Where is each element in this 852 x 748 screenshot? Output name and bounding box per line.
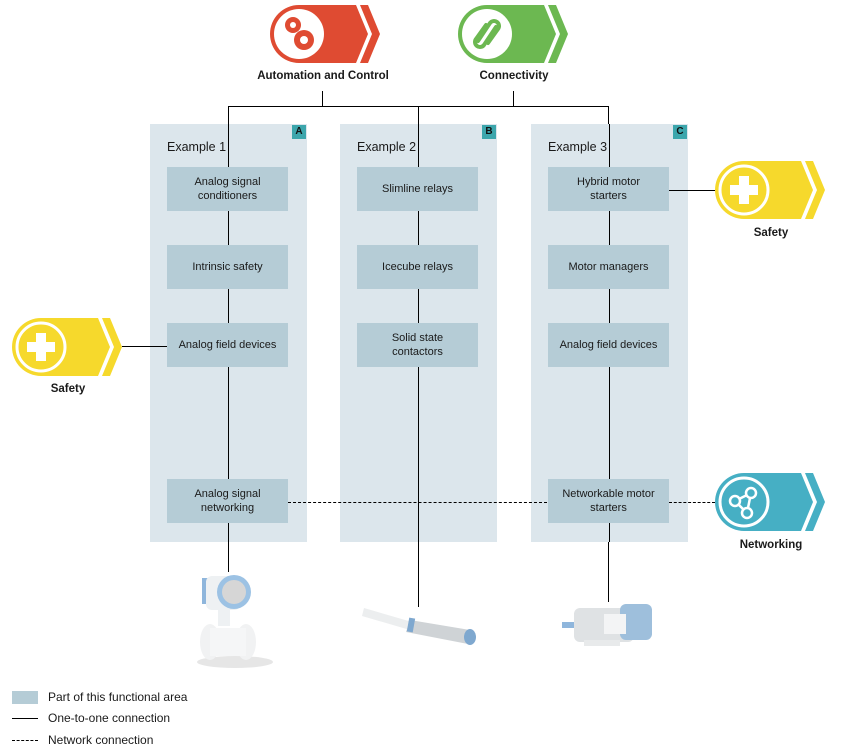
gears-icon bbox=[285, 17, 314, 50]
networking-badge bbox=[715, 473, 825, 531]
connector bbox=[418, 542, 419, 607]
node-hybrid-motor-starters: Hybrid motor starters bbox=[548, 167, 669, 211]
node-icecube-relays: Icecube relays bbox=[357, 245, 478, 289]
safety-label-left: Safety bbox=[50, 383, 86, 395]
network-connection-line bbox=[669, 502, 715, 503]
example-title: Example 2 bbox=[357, 140, 417, 154]
legend-functional-area: Part of this functional area bbox=[12, 690, 187, 704]
proximity-sensor-device-image bbox=[362, 608, 476, 645]
electric-motor-device-image bbox=[562, 604, 652, 646]
node-motor-managers: Motor managers bbox=[548, 245, 669, 289]
connector bbox=[608, 106, 609, 124]
automation-and-control-label: Automation and Control bbox=[257, 70, 389, 82]
example-panel-c: C Example 3 Hybrid motor starters Motor … bbox=[531, 124, 688, 542]
connector bbox=[608, 542, 609, 602]
legend-dashed-line bbox=[12, 739, 38, 741]
panel-letter: C bbox=[673, 125, 687, 139]
network-connection-line bbox=[288, 502, 547, 503]
node-intrinsic-safety: Intrinsic safety bbox=[167, 245, 288, 289]
connector bbox=[228, 542, 229, 572]
connector bbox=[322, 91, 323, 106]
example-title: Example 3 bbox=[548, 140, 608, 154]
connector bbox=[513, 91, 514, 106]
example-panel-a: A Example 1 Analog signal conditioners I… bbox=[150, 124, 307, 542]
connector bbox=[669, 190, 715, 191]
node-slimline-relays: Slimline relays bbox=[357, 167, 478, 211]
link-icon bbox=[473, 19, 501, 49]
safety-badge-right bbox=[715, 161, 825, 219]
safety-label-right: Safety bbox=[753, 227, 789, 239]
network-nodes-icon bbox=[728, 486, 758, 520]
legend-one-to-one: One-to-one connection bbox=[12, 711, 170, 725]
example-title: Example 1 bbox=[167, 140, 227, 154]
safety-badge-left bbox=[12, 318, 122, 376]
connectivity-label: Connectivity bbox=[479, 70, 549, 82]
connector bbox=[122, 346, 167, 347]
connector bbox=[228, 106, 229, 124]
node-solid-state-contactors: Solid state contactors bbox=[357, 323, 478, 367]
node-analog-signal-networking: Analog signal networking bbox=[167, 479, 288, 523]
automation-and-control-badge bbox=[270, 5, 380, 63]
connectivity-badge bbox=[458, 5, 568, 63]
legend-swatch bbox=[12, 690, 38, 704]
legend-label: Network connection bbox=[48, 733, 154, 747]
legend-solid-line bbox=[12, 717, 38, 719]
node-analog-field-devices: Analog field devices bbox=[167, 323, 288, 367]
networking-label: Networking bbox=[739, 539, 803, 551]
example-panel-b: B Example 2 Slimline relays Icecube rela… bbox=[340, 124, 497, 542]
panel-letter: A bbox=[292, 125, 306, 139]
flowmeter-device-image bbox=[197, 575, 273, 668]
cross-icon bbox=[27, 333, 55, 361]
connector bbox=[418, 106, 419, 124]
legend-label: Part of this functional area bbox=[48, 690, 188, 704]
legend-network: Network connection bbox=[12, 733, 153, 747]
cross-icon bbox=[730, 176, 758, 204]
node-analog-field-devices: Analog field devices bbox=[548, 323, 669, 367]
legend-label: One-to-one connection bbox=[48, 711, 171, 725]
panel-letter: B bbox=[482, 125, 496, 139]
node-networkable-motor-starters: Networkable motor starters bbox=[548, 479, 669, 523]
node-analog-signal-conditioners: Analog signal conditioners bbox=[167, 167, 288, 211]
